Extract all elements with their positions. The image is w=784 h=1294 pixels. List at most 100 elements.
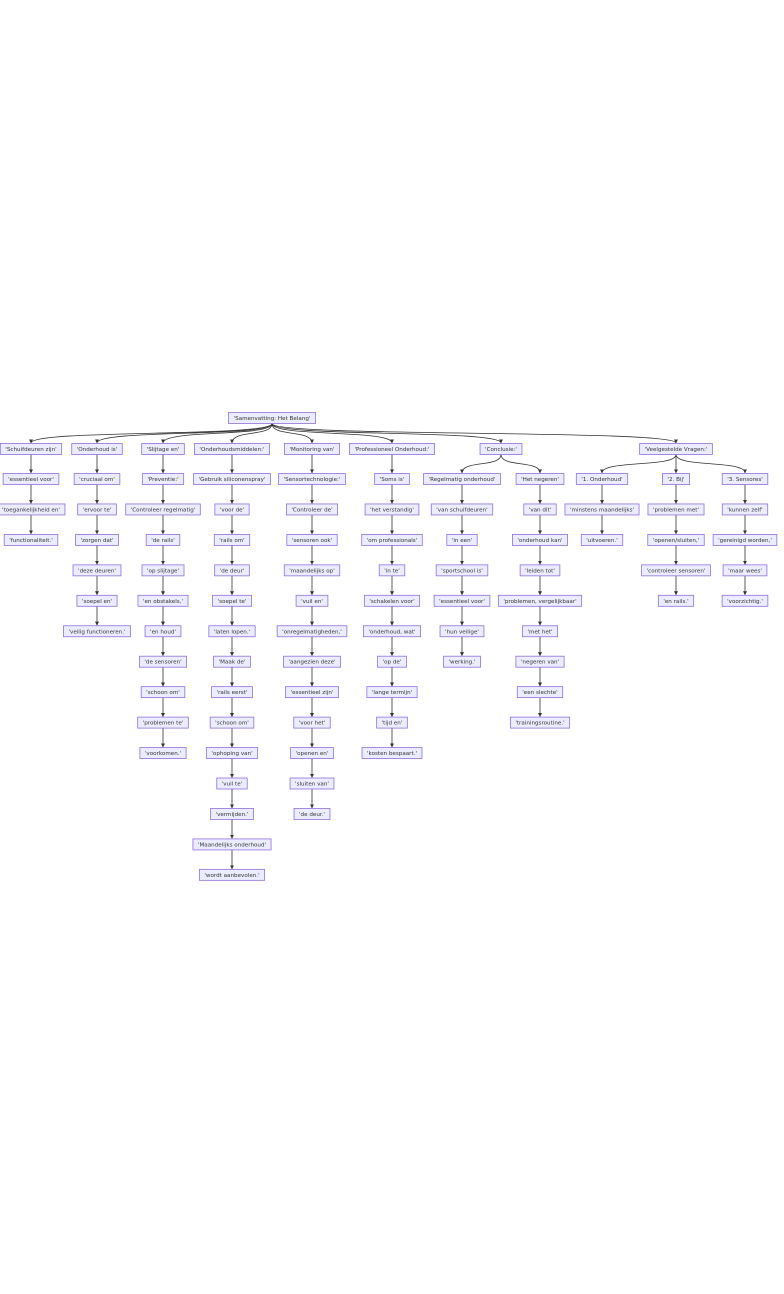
edge-root-to-branch-0 bbox=[29, 423, 273, 444]
branch-node-3: 'Onderhoudsmiddelen:' bbox=[194, 443, 270, 455]
chain-node-b2-c0-n3: 'op slijtage' bbox=[141, 564, 185, 577]
chain-node-b6-c1-n8-label: 'trainingsroutine.' bbox=[515, 721, 564, 727]
chain-node-b3-c0-n12: 'Maandelijks onderhoud' bbox=[192, 838, 272, 851]
chain-node-b6-c1-n2-label: 'onderhoud kan' bbox=[517, 538, 562, 544]
chain-node-b0-c0-n0-box bbox=[2, 473, 60, 485]
chain-node-b4-c0-n0: 'Sensortechnologie:' bbox=[278, 473, 346, 485]
chain-node-b4-c0-n6-label: 'aangezien deze' bbox=[288, 660, 335, 666]
chain-node-b7-c0-n2: 'uitvoeren.' bbox=[580, 534, 624, 546]
chain-node-b4-c0-n1: 'Controleer de' bbox=[285, 503, 339, 516]
branch-node-3-label: 'Onderhoudsmiddelen:' bbox=[199, 447, 264, 453]
chain-node-b4-c0-n10: 'sluiten van' bbox=[289, 777, 335, 790]
chain-node-b3-c0-n10-label: 'vuil te' bbox=[222, 782, 242, 788]
chain-node-b2-c0-n7: 'schoon om' bbox=[140, 686, 186, 699]
chain-node-b2-c0-n0: 'Preventie:' bbox=[141, 473, 185, 485]
chain-node-b6-c1-n8-box bbox=[509, 716, 571, 729]
chain-node-b7-c1-n4-label: 'en rails.' bbox=[663, 599, 688, 605]
chain-node-b4-c0-n1-box bbox=[285, 503, 339, 516]
chain-node-b7-c1-n0-label: '2. Bij' bbox=[667, 477, 684, 483]
chain-node-b2-c0-n6: 'de sensoren' bbox=[138, 655, 188, 668]
chain-node-b1-c0-n5: 'veilig functioneren.' bbox=[63, 625, 131, 638]
branch-node-7-label: 'Veelgestelde Vragen:' bbox=[645, 447, 708, 453]
chain-node-b7-c1-n3: 'controleer sensoren' bbox=[641, 564, 711, 577]
chain-node-b3-c0-n5: 'laten lopen.' bbox=[208, 625, 256, 638]
chain-node-b6-c1-n5: 'met het' bbox=[522, 625, 558, 638]
chain-node-b5-c0-n8-box bbox=[376, 716, 408, 729]
chain-node-b4-c0-n11-label: 'de deur.' bbox=[299, 812, 325, 818]
chain-node-b6-c1-n7-box bbox=[516, 686, 564, 699]
chain-node-b0-c0-n2: 'functionaliteit.' bbox=[3, 534, 59, 546]
branch-node-3-box bbox=[194, 443, 270, 455]
chain-node-b6-c1-n4-box bbox=[497, 594, 583, 607]
chain-node-b2-c0-n1: 'Controleer regelmatig' bbox=[125, 503, 201, 516]
chain-node-b5-c0-n1-label: 'het verstandig' bbox=[370, 507, 414, 513]
chain-node-b7-c0-n0: '1. Onderhoud' bbox=[575, 473, 629, 485]
chain-node-b3-c0-n12-box bbox=[192, 838, 272, 851]
chain-node-b2-c0-n9-label: 'voorkomen.' bbox=[145, 751, 181, 757]
chain-node-b5-c0-n6-label: 'op de' bbox=[383, 660, 402, 666]
chain-node-b7-c2-n1-label: 'kunnen zelf' bbox=[727, 507, 762, 513]
chain-node-b7-c0-n1-label: 'minstens maandelijks' bbox=[570, 507, 634, 513]
chain-node-b3-c0-n0: 'Gebruik siliconenspray' bbox=[193, 473, 271, 485]
chain-node-b3-c0-n10-box bbox=[216, 777, 248, 790]
chain-node-b6-c1-n4: 'problemen, vergelijkbaar' bbox=[497, 594, 583, 607]
chain-node-b2-c0-n3-label: 'op slijtage' bbox=[147, 568, 179, 574]
chain-node-b3-c0-n0-box bbox=[193, 473, 271, 485]
chain-node-b7-c1-n4-box bbox=[657, 594, 695, 607]
chain-node-b7-c2-n4-label: 'voorzichtig.' bbox=[727, 599, 763, 605]
chain-node-b7-c0-n0-box bbox=[575, 473, 629, 485]
edge-b6-c1-n0 bbox=[500, 454, 542, 474]
chain-node-b5-c0-n9-label: 'kosten bespaart.' bbox=[367, 751, 417, 757]
edge-root-to-branch-2 bbox=[161, 423, 273, 444]
chain-node-b3-c0-n8-box bbox=[209, 716, 255, 729]
chain-node-b3-c0-n8-label: 'schoon om' bbox=[215, 721, 249, 727]
chain-node-b6-c1-n3-label: 'leiden tot' bbox=[525, 568, 555, 574]
branch-node-2-label: 'Slijtage en' bbox=[147, 447, 180, 453]
chain-node-b5-c0-n4-box bbox=[363, 594, 421, 607]
chain-node-b6-c0-n2-box bbox=[446, 534, 478, 546]
chain-node-b4-c0-n3: 'maandelijks op' bbox=[283, 564, 341, 577]
chain-node-b1-c0-n3: 'deze deuren' bbox=[72, 564, 122, 577]
chain-node-b4-c0-n8: 'voor het' bbox=[293, 716, 331, 729]
chain-node-b6-c0-n2: 'in een' bbox=[446, 534, 478, 546]
branch-node-1-box bbox=[71, 443, 123, 455]
chain-node-b3-c0-n13: 'wordt aanbevolen.' bbox=[198, 868, 266, 881]
chain-node-b3-c0-n9: 'ophoping van' bbox=[205, 747, 259, 759]
chain-node-b6-c0-n5-box bbox=[439, 625, 485, 638]
chain-node-b4-c0-n6-box bbox=[283, 655, 341, 668]
chain-node-b7-c2-n0-box bbox=[721, 473, 769, 485]
chain-node-b7-c2-n0: '3. Sensores' bbox=[721, 473, 769, 485]
chain-node-b6-c0-n4: 'essentieel voor' bbox=[433, 594, 491, 607]
branch-node-1-label: 'Onderhoud is' bbox=[77, 447, 118, 453]
chain-node-b3-c0-n3: 'de deur' bbox=[214, 564, 250, 577]
chain-node-b2-c0-n9-box bbox=[139, 747, 187, 759]
chain-node-b6-c0-n0-box bbox=[423, 473, 501, 485]
chain-node-b7-c2-n1-box bbox=[721, 503, 769, 516]
chain-node-b6-c0-n6-label: 'werking.' bbox=[448, 660, 475, 666]
branch-node-6-label: 'Conclusie:' bbox=[485, 447, 517, 453]
branch-node-5-box bbox=[349, 443, 435, 455]
chain-node-b6-c1-n6: 'negeren van' bbox=[515, 655, 565, 668]
branch-node-5-label: 'Professioneel Onderhoud:' bbox=[354, 447, 429, 453]
chain-node-b4-c0-n11: 'de deur.' bbox=[293, 808, 331, 820]
branch-node-1: 'Onderhoud is' bbox=[71, 443, 123, 455]
chain-node-b2-c0-n6-box bbox=[138, 655, 188, 668]
chain-node-b7-c1-n3-box bbox=[641, 564, 711, 577]
chain-node-b2-c0-n2-label: 'de rails' bbox=[151, 538, 175, 544]
chain-node-b2-c0-n8: 'problemen te' bbox=[137, 716, 189, 729]
chain-node-b1-c0-n1-box bbox=[77, 503, 117, 516]
chain-node-b6-c0-n4-label: 'essentieel voor' bbox=[439, 599, 485, 605]
chain-node-b5-c0-n5: 'onderhoud, wat' bbox=[363, 625, 421, 638]
branch-node-6: 'Conclusie:' bbox=[479, 443, 523, 455]
chain-node-b6-c1-n3: 'leiden tot' bbox=[519, 564, 561, 577]
chain-node-b2-c0-n4: 'en obstakels,' bbox=[137, 594, 189, 607]
chain-node-b4-c0-n0-label: 'Sensortechnologie:' bbox=[284, 477, 341, 483]
chain-node-b1-c0-n2-label: 'zorgen dat' bbox=[80, 538, 113, 544]
edge-root-to-branch-4 bbox=[271, 423, 314, 444]
chain-node-b7-c2-n4: 'voorzichtig.' bbox=[721, 594, 769, 607]
chain-node-b2-c0-n2-box bbox=[145, 534, 181, 546]
chain-node-b1-c0-n1: 'ervoor te' bbox=[77, 503, 117, 516]
chain-node-b5-c0-n8-label: 'tijd en' bbox=[382, 721, 403, 727]
chain-node-b0-c0-n2-label: 'functionaliteit.' bbox=[9, 538, 53, 544]
chain-node-b3-c0-n1-label: 'voor de' bbox=[220, 507, 244, 513]
